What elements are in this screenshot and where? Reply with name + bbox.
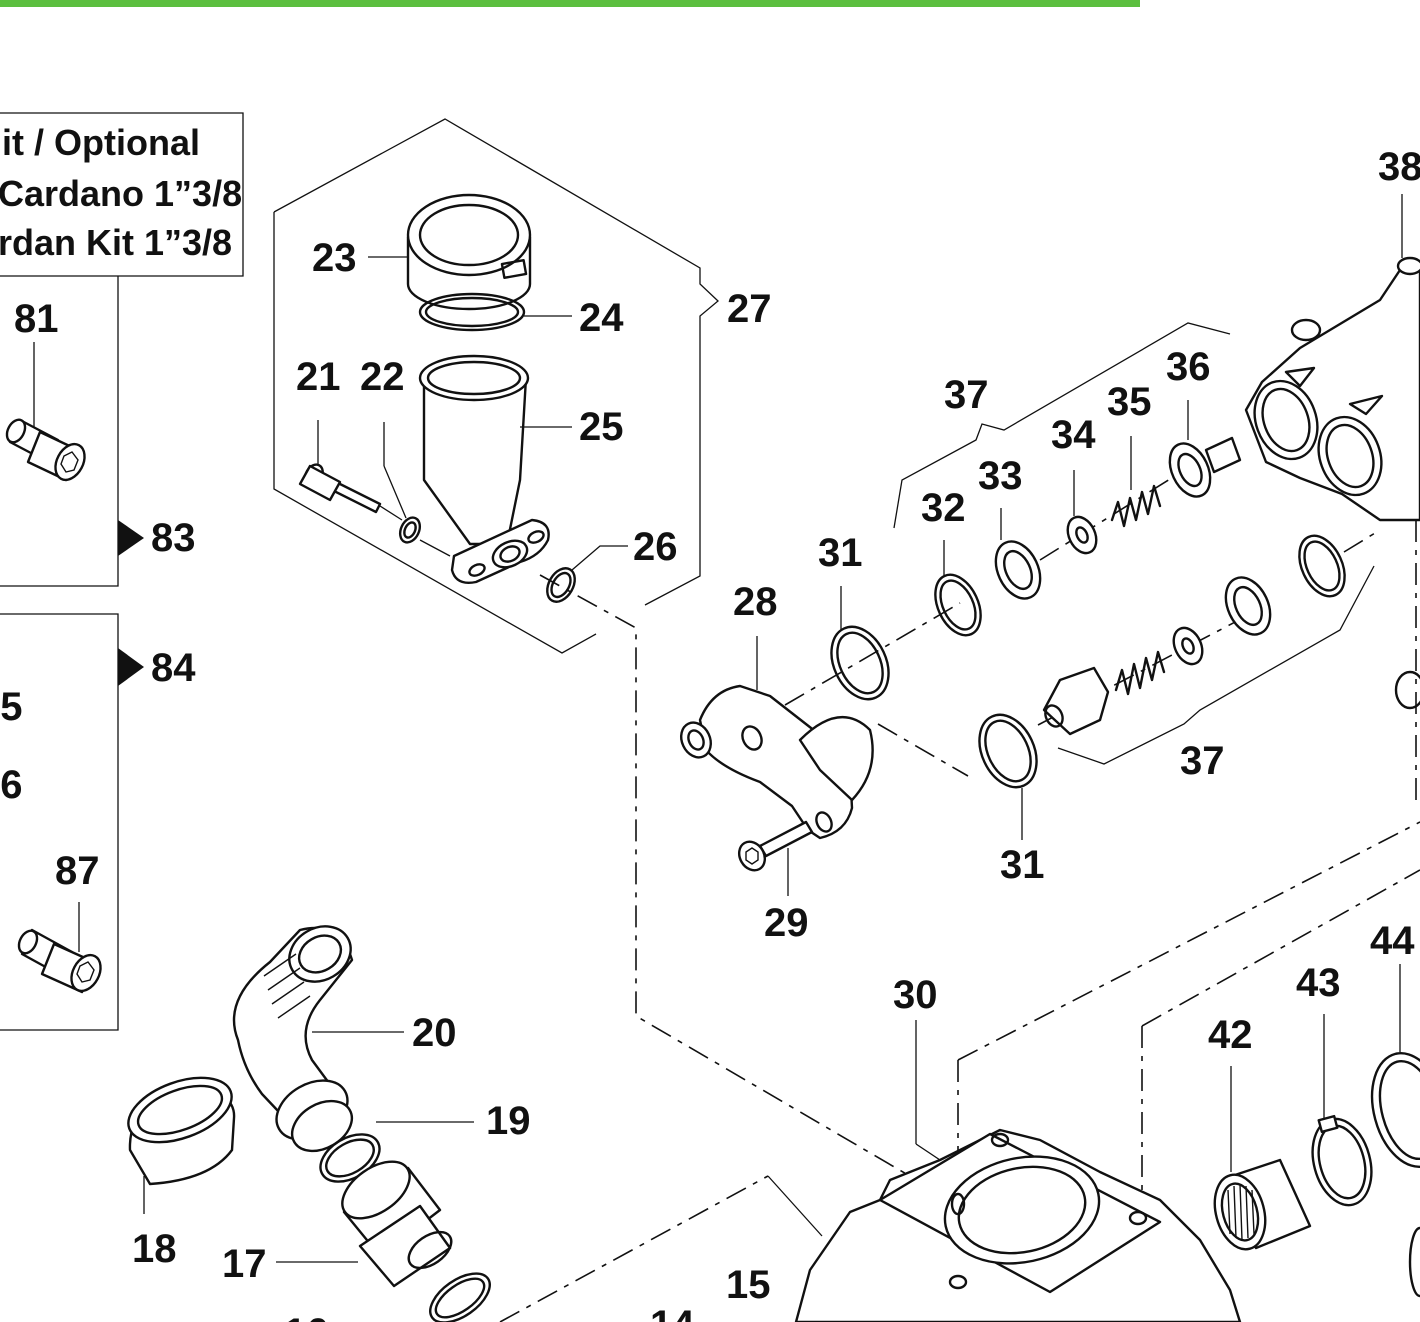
callout-20: 20 — [412, 1011, 457, 1055]
callout-37-lower: 37 — [1180, 739, 1225, 783]
callout-84: 84 — [151, 646, 196, 690]
callout-22: 22 — [360, 355, 405, 399]
part-30-pump-body — [767, 1020, 1242, 1322]
part-18-nut — [127, 1076, 236, 1214]
kit-line-3: rdan Kit 1”3/8 — [0, 222, 232, 263]
kit-line-1: it / Optional — [2, 122, 200, 163]
callout-24: 24 — [579, 296, 624, 340]
callout-28: 28 — [733, 580, 778, 624]
assembly-27-outline — [273, 118, 719, 654]
axis-line-right-upper — [1141, 869, 1420, 1027]
callout-27: 27 — [727, 287, 772, 331]
lower-valve-row — [1042, 534, 1346, 736]
callout-32: 32 — [921, 486, 966, 530]
callout-21: 21 — [296, 355, 341, 399]
part-34-valve-plate — [1066, 470, 1098, 555]
callout-86: 86 — [0, 763, 23, 807]
part-28-cover — [680, 636, 874, 840]
part-16-oring — [429, 1272, 491, 1322]
pointer-83-icon — [118, 520, 144, 556]
callout-15: 15 — [726, 1263, 771, 1307]
callout-31-upper: 31 — [818, 531, 863, 575]
axis-line-valve-upper — [784, 602, 961, 706]
callout-23: 23 — [312, 236, 357, 280]
callout-18: 18 — [132, 1227, 177, 1271]
part-22-washer — [379, 422, 451, 557]
callout-38: 38 — [1378, 145, 1420, 189]
part-38-manifold — [1244, 194, 1420, 710]
part-33-valve-seat — [994, 508, 1042, 600]
kit-bracket-upper — [0, 276, 144, 587]
callout-labels: 81 83 84 85 86 87 23 24 25 26 27 21 22 2… — [0, 145, 1420, 1322]
part-20-elbow — [232, 925, 404, 1153]
callout-19: 19 — [486, 1099, 531, 1143]
part-35-spring — [1110, 436, 1162, 528]
callout-16: 16 — [284, 1311, 329, 1322]
callout-35: 35 — [1107, 380, 1152, 424]
part-36-valve-cage — [1168, 400, 1242, 498]
callout-85: 85 — [0, 685, 23, 729]
axis-line-lower-left — [499, 1175, 769, 1322]
part-31-oring-lower — [978, 713, 1038, 840]
screw-81-icon — [5, 418, 86, 482]
part-43-circlip — [1311, 1014, 1373, 1207]
part-42-bearing — [1213, 1066, 1312, 1251]
callout-29: 29 — [764, 901, 809, 945]
callout-87: 87 — [55, 849, 100, 893]
callout-14: 14 — [650, 1303, 695, 1322]
callout-43: 43 — [1296, 961, 1341, 1005]
bracket-37-lower — [1057, 565, 1375, 765]
callout-81: 81 — [14, 297, 59, 341]
part-23-cap — [368, 193, 532, 311]
header-accent-bar — [0, 0, 1140, 7]
axis-line-upper-right — [957, 821, 1420, 1061]
screw-87-icon — [17, 928, 102, 994]
part-25-reservoir — [418, 354, 572, 584]
part-29-screw — [737, 820, 814, 896]
callout-37-upper: 37 — [944, 373, 989, 417]
part-26-oring — [546, 545, 628, 603]
kit-label-box: it / Optional Cardano 1”3/8 rdan Kit 1”3… — [0, 112, 244, 277]
callout-17: 17 — [222, 1242, 267, 1286]
callout-34: 34 — [1051, 413, 1096, 457]
bracket-37-upper — [893, 322, 1231, 529]
part-17-union — [276, 1160, 453, 1288]
part-31-oring-upper — [830, 586, 890, 701]
callout-26: 26 — [633, 525, 678, 569]
callout-83: 83 — [151, 516, 196, 560]
part-32-oring — [934, 540, 982, 637]
callout-42: 42 — [1208, 1013, 1253, 1057]
kit-bracket-lower — [0, 613, 144, 1031]
callout-25: 25 — [579, 405, 624, 449]
callout-36: 36 — [1166, 345, 1211, 389]
pointer-84-icon — [118, 648, 144, 686]
kit-line-2: Cardano 1”3/8 — [0, 173, 242, 214]
callout-30: 30 — [893, 973, 938, 1017]
part-24-oring — [418, 292, 572, 332]
axis-line-oil — [539, 574, 909, 1176]
callout-44: 44 — [1370, 919, 1415, 963]
callout-31-lower: 31 — [1000, 843, 1045, 887]
callout-33: 33 — [978, 454, 1023, 498]
axis-line-valve-lower — [877, 723, 969, 777]
part-44-seal — [1370, 964, 1420, 1298]
part-21-screw — [298, 420, 382, 514]
axis-line-valve-row-3 — [1343, 529, 1381, 553]
